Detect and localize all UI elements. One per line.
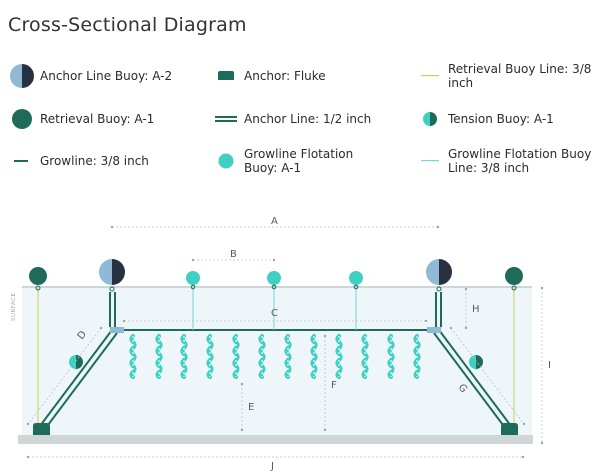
dim-label-c: C <box>271 308 278 319</box>
legend-label: Anchor: Fluke <box>244 69 326 83</box>
anchor-line-icon <box>212 105 240 133</box>
legend-label: Tension Buoy: A-1 <box>448 112 554 126</box>
legend-label: Retrieval Buoy Line: 3/8 inch <box>448 62 592 90</box>
surface-label: SURFACE <box>11 292 17 321</box>
retrieval-buoy-line-icon <box>416 62 444 90</box>
tension-buoy-left <box>69 355 83 369</box>
growline-icon <box>8 147 36 175</box>
legend-item-growline: Growline: 3/8 inch <box>8 147 149 175</box>
retrieval-buoy-right <box>505 267 523 291</box>
legend-label: Growline Flotation Buoy Line: 3/8 inch <box>448 147 592 175</box>
anchor-fluke-left <box>33 423 50 435</box>
tension-buoy-right <box>469 355 483 369</box>
legend-item-tension-buoy: Tension Buoy: A-1 <box>416 105 554 133</box>
growline-connector-left <box>110 327 124 333</box>
legend-item-retrieval-buoy-line: Retrieval Buoy Line: 3/8 inch <box>416 62 598 90</box>
water-area <box>22 287 532 435</box>
legend-item-anchor-line: Anchor Line: 1/2 inch <box>212 105 371 133</box>
legend-label: Retrieval Buoy: A-1 <box>40 112 155 126</box>
growline-flotation-buoy-icon <box>212 147 240 175</box>
seabed <box>18 435 533 444</box>
surface-line <box>22 286 532 288</box>
dim-label-h: H <box>472 304 480 315</box>
growline-connector-right <box>427 327 441 333</box>
anchor-fluke-icon <box>212 62 240 90</box>
legend-item-growline-flotation-buoy: Growline Flotation Buoy: A-1 <box>212 147 362 175</box>
legend-item-growline-flotation-buoy-line: Growline Flotation Buoy Line: 3/8 inch <box>416 147 598 175</box>
legend-item-retrieval-buoy: Retrieval Buoy: A-1 <box>8 105 154 133</box>
legend-label: Growline Flotation Buoy: A-1 <box>244 147 354 175</box>
anchor-line-buoy-left <box>99 259 125 292</box>
dim-label-a: A <box>271 216 278 227</box>
dim-label-d: D <box>76 329 90 342</box>
dim-label-e: E <box>248 402 254 413</box>
legend-label: Growline: 3/8 inch <box>40 154 149 168</box>
anchor-line-buoy-right <box>426 259 452 292</box>
growline-flotation-buoy-1 <box>186 271 200 290</box>
legend-label: Anchor Line Buoy: A-2 <box>40 69 173 83</box>
page-title: Cross-Sectional Diagram <box>8 14 247 36</box>
retrieval-buoy-left <box>29 267 47 291</box>
growline-flotation-buoy-line-icon <box>416 147 444 175</box>
dim-label-f: F <box>331 380 337 391</box>
dim-label-g: G <box>456 382 469 395</box>
anchor-fluke-right <box>501 423 518 435</box>
dim-label-b: B <box>230 249 237 260</box>
mussel-droppers <box>129 334 421 379</box>
dim-label-j: J <box>270 461 274 472</box>
legend-item-anchor-line-buoy: Anchor Line Buoy: A-2 <box>8 62 172 90</box>
growline-flotation-buoy-2 <box>267 271 281 290</box>
legend-item-anchor-fluke: Anchor: Fluke <box>212 62 326 90</box>
retrieval-buoy-icon <box>8 105 36 133</box>
legend-label: Anchor Line: 1/2 inch <box>244 112 372 126</box>
tension-buoy-icon <box>416 105 444 133</box>
anchor-line-buoy-icon <box>8 62 36 90</box>
dim-label-i: I <box>548 360 551 371</box>
growline-flotation-buoy-3 <box>349 271 363 290</box>
